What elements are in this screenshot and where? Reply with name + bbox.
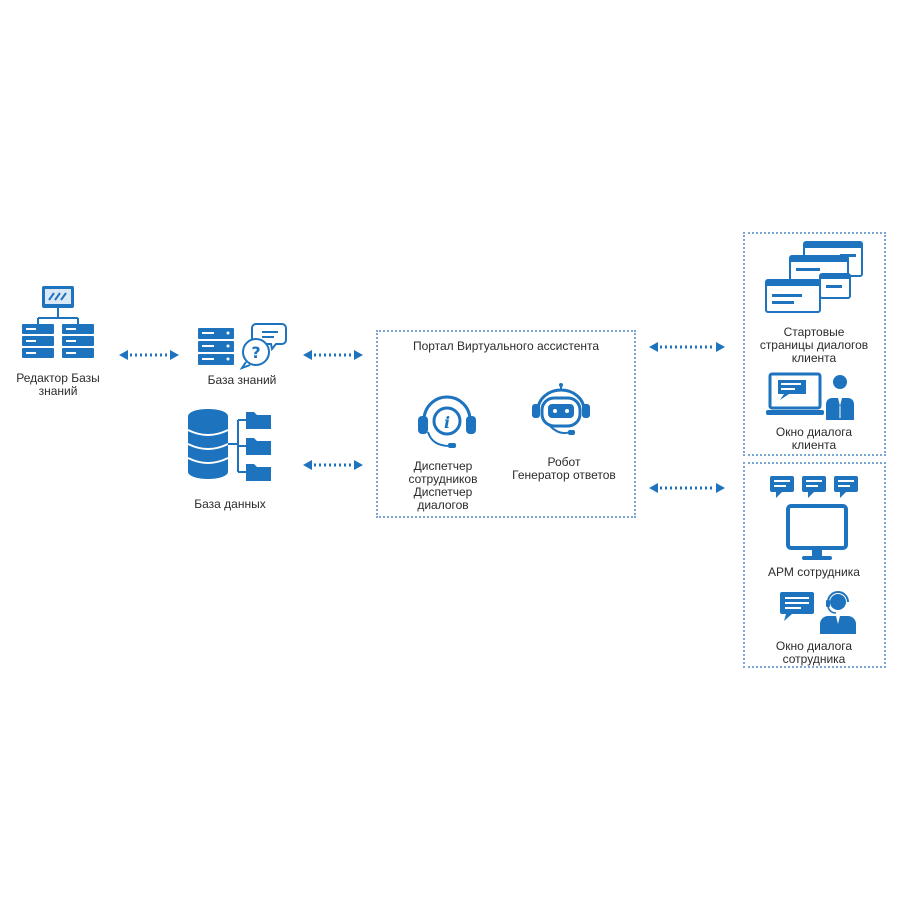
monitor-chat-icon — [770, 476, 858, 560]
arrow-db-portal — [303, 460, 363, 470]
dispatcher-label: Диспетчер сотрудников Диспетчер диалогов — [408, 459, 478, 512]
database-label: База данных — [194, 497, 266, 511]
arrow-kb-portal — [303, 350, 363, 360]
kb-editor-label: Редактор Базы знаний — [16, 371, 100, 398]
start-pages-label: Стартовые страницы диалогов клиента — [759, 325, 869, 365]
robot-label: Робот Генератор ответов — [512, 455, 616, 482]
database-folders-icon — [187, 409, 271, 481]
laptop-user-icon — [766, 372, 854, 420]
arm-label: АРМ сотрудника — [768, 565, 860, 579]
arrow-editor-kb — [119, 350, 179, 360]
arrow-portal-employee — [649, 483, 725, 493]
svg-text:i: i — [444, 413, 450, 432]
svg-text:?: ? — [251, 343, 260, 362]
client-window-label: Окно диалога клиента — [775, 425, 853, 452]
operator-chat-icon — [780, 591, 856, 634]
knowledge-base-label: База знаний — [207, 373, 277, 387]
arrow-portal-client — [649, 342, 725, 352]
portal-box — [376, 330, 636, 518]
client-group-box — [743, 232, 886, 456]
employee-group-box — [743, 462, 886, 668]
server-chat-icon: ? — [198, 323, 287, 370]
server-network-icon — [22, 286, 94, 358]
portal-title: Портал Виртуального ассистента — [412, 339, 600, 353]
browser-windows-icon — [765, 241, 863, 313]
robot-icon — [532, 383, 590, 435]
headset-info-icon: i — [418, 395, 476, 448]
employee-window-label: Окно диалога сотрудника — [775, 639, 853, 666]
